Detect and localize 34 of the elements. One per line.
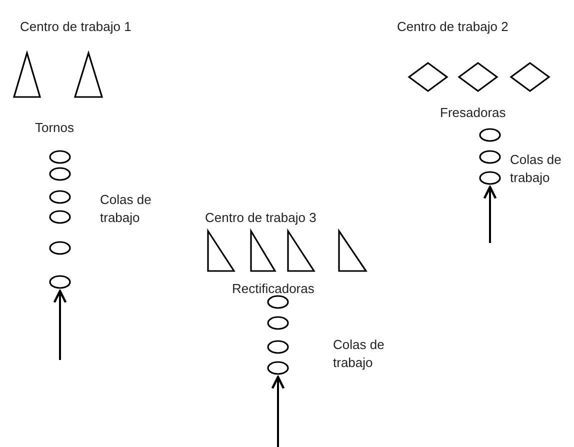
- queue-ellipse: [479, 171, 501, 185]
- machine-diamond: [510, 62, 550, 92]
- queue-label: Colas de trabajo: [510, 151, 562, 187]
- queue-ellipse: [479, 150, 501, 164]
- heading-label: Tornos: [35, 119, 74, 137]
- machine-triangle: [287, 230, 315, 272]
- queue-ellipse: [49, 150, 71, 164]
- queue-ellipse: [267, 340, 289, 354]
- queue-ellipse: [49, 275, 71, 289]
- heading-label: Fresadoras: [440, 104, 506, 122]
- machine-triangle: [74, 52, 103, 98]
- machine-diamond: [408, 62, 448, 92]
- heading-label: Centro de trabajo 1: [20, 18, 132, 36]
- queue-ellipse: [49, 167, 71, 181]
- queue-label: Colas de trabajo: [100, 191, 152, 227]
- queue-ellipse: [267, 295, 289, 309]
- queue-ellipse: [479, 128, 501, 142]
- machine-triangle: [250, 230, 276, 272]
- machine-triangle: [207, 230, 235, 272]
- queue-ellipse: [49, 190, 71, 204]
- queue-ellipse: [267, 316, 289, 330]
- heading-label: Centro de trabajo 3: [205, 209, 316, 227]
- arrow: [483, 186, 497, 243]
- queue-ellipse: [267, 361, 289, 375]
- machine-triangle: [338, 230, 367, 272]
- queue-label: Colas de trabajo: [333, 336, 386, 372]
- queue-ellipse: [49, 210, 71, 224]
- heading-label: Rectificadoras: [232, 280, 314, 298]
- machine-triangle: [13, 52, 41, 98]
- arrow: [271, 376, 285, 447]
- heading-label: Centro de trabajo 2: [397, 18, 508, 36]
- machine-diamond: [458, 62, 498, 92]
- queue-ellipse: [49, 241, 71, 255]
- arrow: [53, 290, 67, 360]
